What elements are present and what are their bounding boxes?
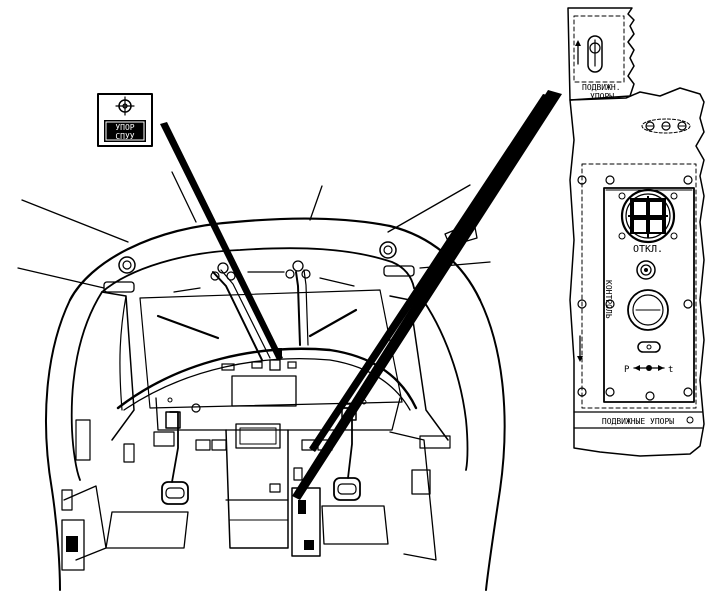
callout-line1: УПОР: [115, 123, 134, 132]
round-button-icon: [627, 289, 669, 331]
top-label-line2: УПОРЫ: [590, 92, 614, 101]
corner-screws: [577, 175, 693, 401]
detail-panel: ПОДВИЖН. УПОРЫ: [567, 7, 705, 457]
crosshair-icon: [115, 96, 135, 116]
vent-left: [118, 256, 136, 274]
top-label-line1: ПОДВИЖН.: [582, 83, 621, 92]
screw-cluster: [641, 118, 691, 134]
upper-slot-icon: [575, 35, 603, 73]
left-control-stick: [161, 411, 189, 505]
p-t-selector: P t: [624, 365, 673, 375]
vent-right: [379, 241, 397, 259]
bottom-label: ПОДВИЖНЫЕ УПОРЫ: [602, 417, 674, 426]
t-label: t: [668, 365, 673, 375]
right-control-stick: [333, 403, 361, 501]
control-label: КОНТРОЛЬ: [604, 280, 613, 319]
cockpit-interior: [17, 171, 506, 591]
gauge-window-icon: [618, 188, 678, 244]
off-label: ОТКЛ.: [633, 244, 663, 255]
p-label: P: [624, 365, 630, 375]
knob-icon: [636, 260, 656, 280]
callout-line2: СПУУ: [115, 132, 134, 141]
stop-callout-placard: УПОР СПУУ: [97, 93, 153, 147]
